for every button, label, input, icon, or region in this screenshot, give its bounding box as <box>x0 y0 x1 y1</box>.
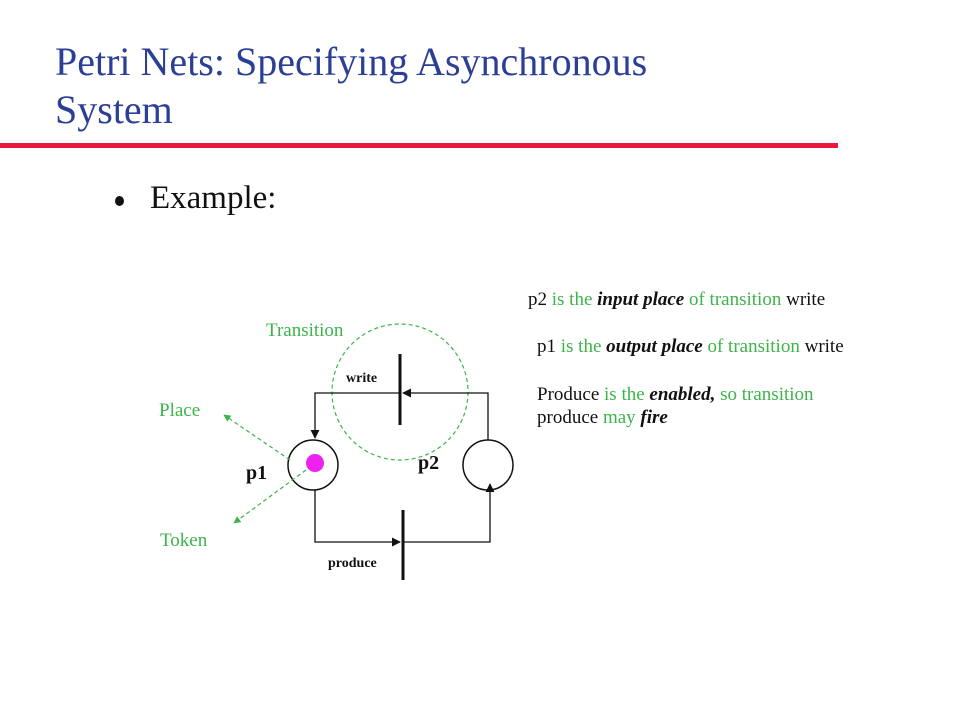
token-icon <box>306 454 324 472</box>
note-enabled: Produce is the enabled, so transition pr… <box>537 384 814 428</box>
p2-label: p2 <box>418 452 440 474</box>
place-p2 <box>462 439 514 491</box>
bullet-dot-icon <box>115 196 124 206</box>
note-output-place: p1 is the output place of transition wri… <box>537 336 844 357</box>
place-callout-arrow <box>223 414 291 461</box>
arc-p1-to-produce <box>314 490 401 547</box>
place-p1 <box>287 439 339 491</box>
bullet-example: Example: <box>150 180 277 216</box>
arc-p2-to-write <box>402 388 489 440</box>
token-label: Token <box>160 530 208 551</box>
arc-produce-to-p2 <box>403 483 495 543</box>
arc-write-to-p1 <box>310 392 400 439</box>
produce-label: produce <box>328 556 377 571</box>
p1-label: p1 <box>246 462 268 484</box>
transition-highlight-circle <box>331 323 469 461</box>
write-label: write <box>346 371 378 386</box>
token-callout-arrow <box>233 469 307 524</box>
transition-label: Transition <box>266 320 344 341</box>
title-line-2: System <box>55 87 173 132</box>
note-input-place: p2 is the input place of transition writ… <box>528 289 826 310</box>
title-rule <box>0 143 838 148</box>
slide-title: Petri Nets: Specifying Asynchronous Syst… <box>55 38 855 134</box>
place-label: Place <box>159 400 201 421</box>
title-line-1: Petri Nets: Specifying Asynchronous <box>55 39 648 84</box>
